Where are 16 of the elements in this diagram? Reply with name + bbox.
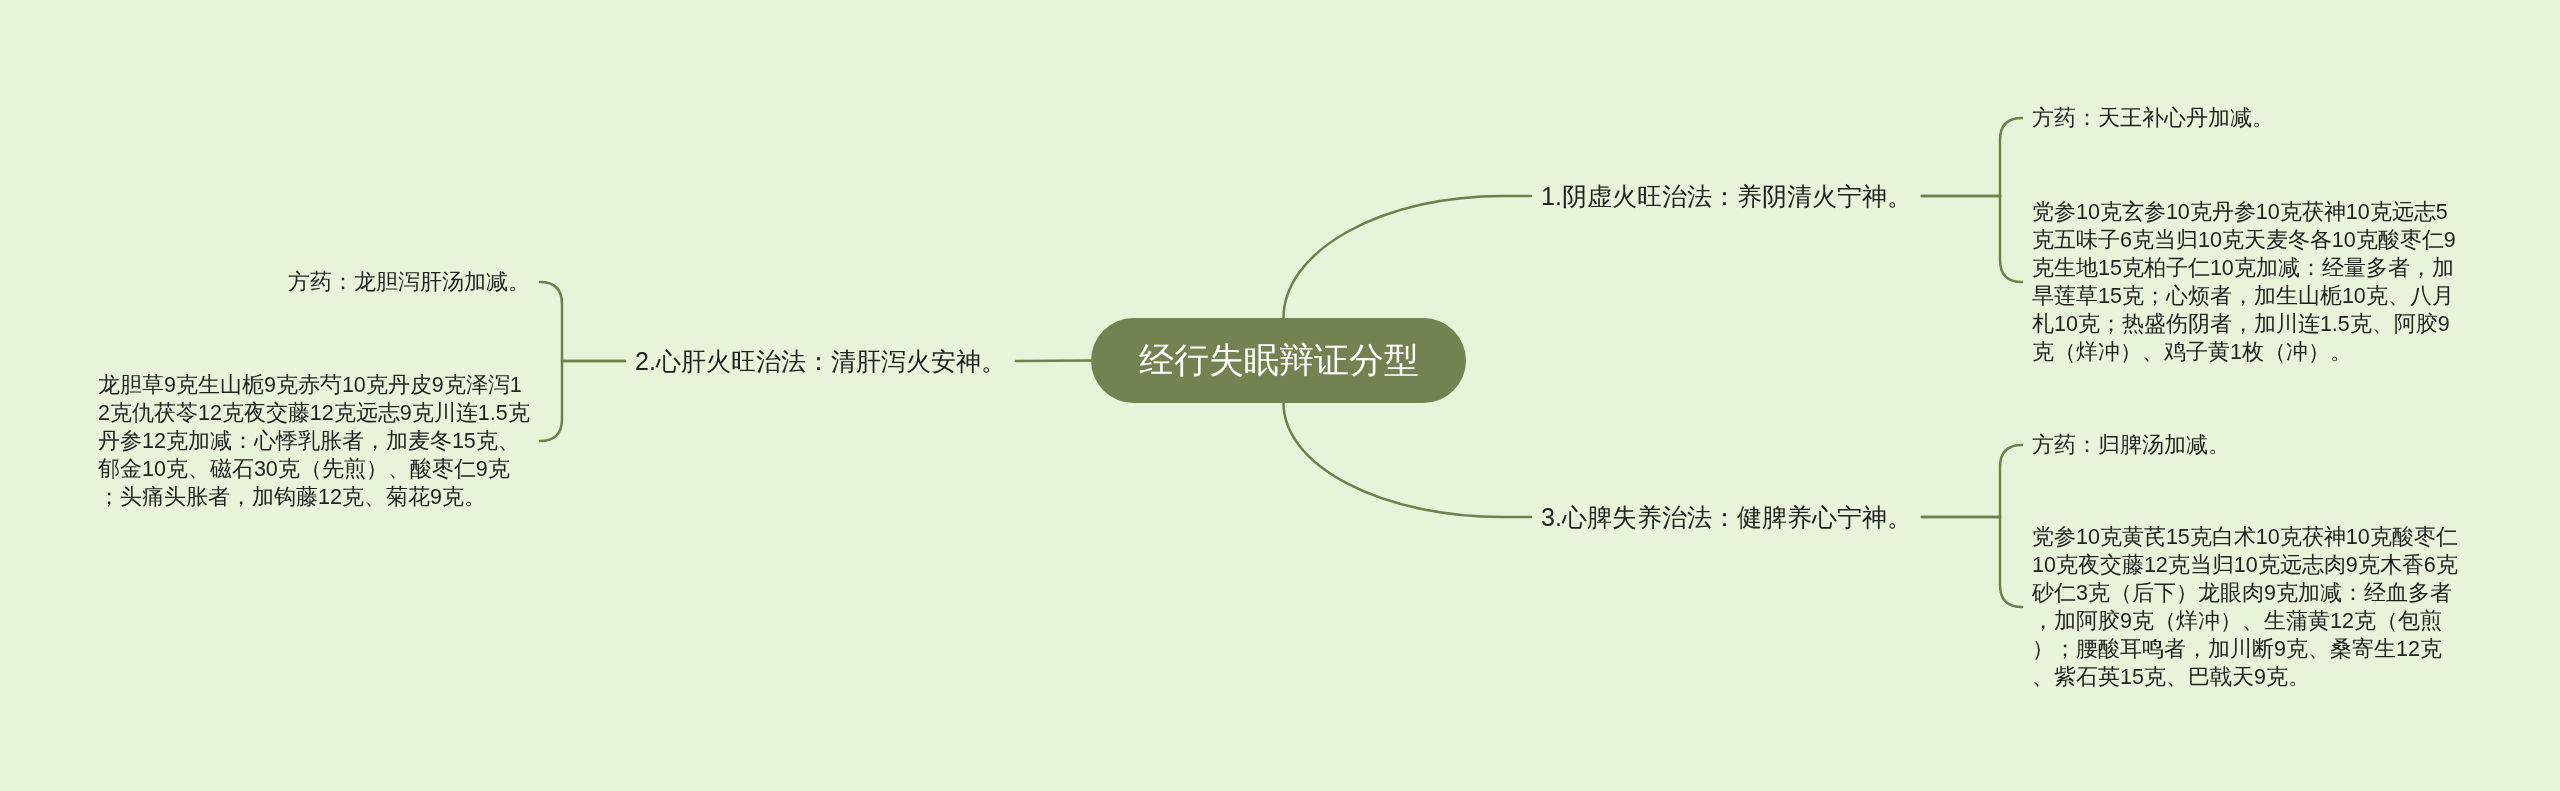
bracket-connector <box>1920 194 2024 284</box>
detail-text: 方药：龙胆泻肝汤加减。 <box>278 268 540 296</box>
connector-curve <box>1282 194 1533 320</box>
connector-curve <box>1282 401 1533 519</box>
detail-text: 方药：归脾汤加减。 <box>2022 431 2240 459</box>
detail-text: 党参10克黄芪15克白术10克茯神10克酸枣仁10克夜交藤12克当归10克远志肉9克木香6克砂仁3克（后下）龙眼肉9克加减：经血多者，加阿胶9克（烊冲）、生蒲黄12克（包煎）；腰酸耳鸣者，加川断9克、桑寄生12克、紫石英15克、巴戟天9克。 <box>2022 523 2468 691</box>
branch-topic-text: 3.心脾失养治法：健脾养心宁神。 <box>1531 500 1922 534</box>
detail-text: 龙胆草9克生山栀9克赤芍10克丹皮9克泽泻12克仇茯苓12克夜交藤12克远志9克川连1.5克丹参12克加减：心悸乳胀者，加麦冬15克、郁金10克、磁石30克（先煎）、酸枣仁9克；头痛头胀者，加钩藤12克、菊花9克。 <box>88 371 540 511</box>
branch-topic-text: 1.阴虚火旺治法：养阴清火宁神。 <box>1531 179 1922 213</box>
detail-text: 党参10克玄参10克丹参10克茯神10克远志5克五味子6克当归10克天麦冬各10克酸枣仁9克生地15克柏子仁10克加减：经量多者，加旱莲草15克；心烦者，加生山栀10克、八月札10克；热盛伤阴者，加川连1.5克、阿胶9克（烊冲）、鸡子黄1枚（冲）。 <box>2022 198 2468 366</box>
central-topic-box: 经行失眠辩证分型 <box>1091 318 1466 403</box>
detail-text: 方药：天王补心丹加减。 <box>2022 104 2284 132</box>
branch-topic-text: 2.心肝火旺治法：清肝泻火安神。 <box>625 344 1016 378</box>
bracket-connector <box>1920 515 2024 609</box>
connector-curve <box>1014 359 1093 363</box>
bracket-connector <box>538 359 627 443</box>
